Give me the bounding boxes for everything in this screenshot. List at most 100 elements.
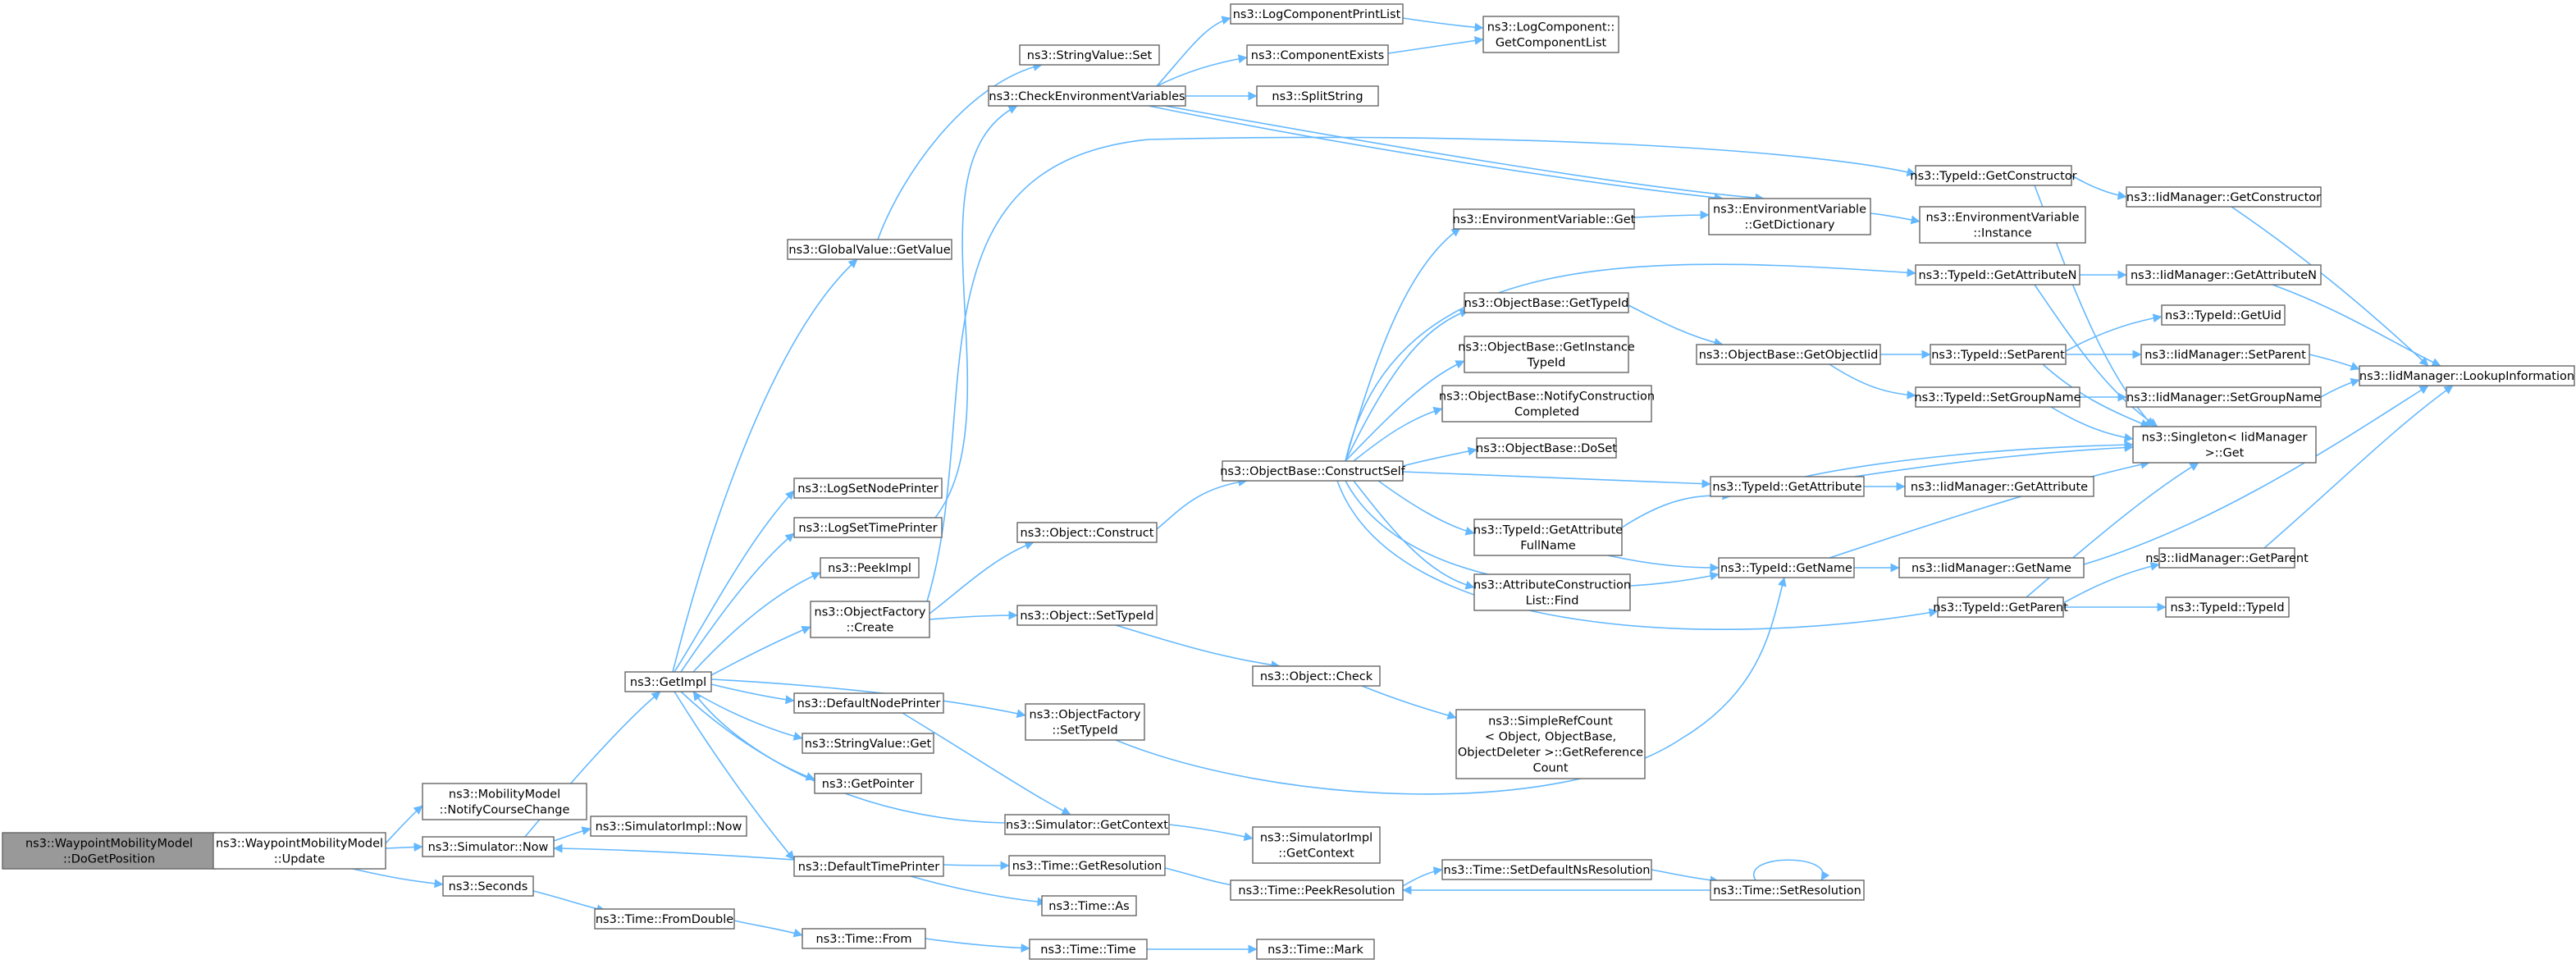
node-n14[interactable]: ns3::StringValue::Get [802, 733, 934, 754]
node-box[interactable] [1441, 385, 1652, 423]
node-box[interactable] [820, 557, 920, 578]
node-n21[interactable]: ns3::Object::SetTypeId [1016, 605, 1158, 626]
node-box[interactable] [1915, 264, 2080, 286]
node-box[interactable] [2126, 186, 2322, 208]
node-n11[interactable]: ns3::PeekImpl [820, 557, 920, 578]
node-box[interactable] [2126, 386, 2322, 408]
node-box[interactable] [1710, 879, 1865, 901]
node-n35[interactable]: ns3::LogComponent::GetComponentList [1482, 16, 1619, 53]
node-box[interactable] [1464, 336, 1629, 373]
node-n19[interactable]: ns3::CheckEnvironmentVariables [988, 85, 1186, 107]
node-box[interactable] [1025, 703, 1145, 741]
node-box[interactable] [1473, 519, 1623, 556]
node-n20[interactable]: ns3::Object::Construct [1016, 522, 1158, 543]
node-box[interactable] [422, 783, 587, 820]
node-n04[interactable]: ns3::Seconds [442, 875, 534, 897]
node-box[interactable] [2132, 426, 2317, 464]
node-n39[interactable]: ns3::ObjectBase::NotifyConstructionCompl… [1439, 385, 1655, 423]
node-n50[interactable]: ns3::EnvironmentVariable::Instance [1919, 206, 2086, 244]
node-n34[interactable]: ns3::Time::Mark [1256, 939, 1375, 960]
node-n60[interactable]: ns3::TypeId::GetUid [2161, 304, 2286, 326]
node-n05[interactable]: ns3::SimulatorImpl::Now [590, 816, 747, 837]
node-n01[interactable]: ns3::WaypointMobilityModel::Update [212, 832, 386, 870]
node-n02[interactable]: ns3::MobilityModel::NotifyCourseChange [422, 783, 587, 820]
node-box[interactable] [422, 836, 555, 857]
node-box[interactable] [793, 856, 944, 877]
node-n29[interactable]: ns3::SplitString [1256, 85, 1379, 107]
node-n52[interactable]: ns3::TypeId::GetAttributeN [1915, 264, 2080, 286]
node-box[interactable] [1246, 44, 1389, 66]
node-n33[interactable]: ns3::Time::PeekResolution [1230, 879, 1404, 901]
node-n44[interactable]: ns3::Time::SetDefaultNsResolution [1441, 859, 1652, 880]
node-n17[interactable]: ns3::Time::From [802, 928, 926, 949]
node-box[interactable] [1915, 165, 2072, 186]
node-n06[interactable]: ns3::GetImpl [624, 671, 712, 692]
node-box[interactable] [1029, 939, 1148, 960]
node-n22[interactable]: ns3::ObjectFactory::SetTypeId [1025, 703, 1145, 741]
node-box[interactable] [1476, 437, 1617, 459]
node-box[interactable] [1230, 879, 1404, 901]
node-box[interactable] [2126, 264, 2322, 286]
node-box[interactable] [1222, 460, 1404, 482]
node-box[interactable] [1441, 859, 1652, 880]
node-box[interactable] [1718, 557, 1855, 578]
node-box[interactable] [1898, 557, 2085, 578]
node-n27[interactable]: ns3::LogComponentPrintList [1230, 3, 1404, 25]
node-box[interactable] [2158, 547, 2295, 569]
node-box[interactable] [1453, 208, 1635, 230]
node-box[interactable] [1252, 665, 1381, 687]
node-n12[interactable]: ns3::ObjectFactory::Create [810, 601, 930, 638]
node-n10[interactable]: ns3::LogSetTimePrinter [793, 517, 943, 538]
node-box[interactable] [814, 773, 922, 794]
node-n32[interactable]: ns3::SimulatorImpl::GetContext [1252, 826, 1381, 864]
node-box[interactable] [590, 816, 747, 837]
node-n57[interactable]: ns3::TypeId::GetParent [1933, 596, 2068, 618]
node-box[interactable] [787, 239, 952, 260]
node-n45[interactable]: ns3::EnvironmentVariable::GetDictionary [1708, 198, 1871, 235]
node-n07[interactable]: ns3::Time::FromDouble [594, 908, 735, 930]
node-box[interactable] [1252, 826, 1381, 864]
node-box[interactable] [988, 85, 1186, 107]
node-n16[interactable]: ns3::DefaultTimePrinter [793, 856, 944, 877]
node-box[interactable] [2, 832, 217, 870]
node-n47[interactable]: ns3::TypeId::GetAttribute [1710, 476, 1865, 497]
node-n23[interactable]: ns3::Simulator::GetContext [1004, 814, 1170, 835]
node-box[interactable] [802, 733, 934, 754]
node-n66[interactable]: ns3::IidManager::LookupInformation [2359, 365, 2575, 386]
node-box[interactable] [793, 692, 944, 714]
node-n26[interactable]: ns3::Time::Time [1029, 939, 1148, 960]
node-box[interactable] [1904, 476, 2094, 497]
node-box[interactable] [1455, 709, 1646, 779]
node-n08[interactable]: ns3::GlobalValue::GetValue [787, 239, 952, 260]
node-box[interactable] [624, 671, 712, 692]
node-box[interactable] [2140, 344, 2310, 365]
node-box[interactable] [594, 908, 735, 930]
node-n55[interactable]: ns3::IidManager::GetAttribute [1904, 476, 2094, 497]
node-n36[interactable]: ns3::EnvironmentVariable::Get [1453, 208, 1636, 230]
node-n65[interactable]: ns3::TypeId::TypeId [2165, 596, 2290, 618]
node-n64[interactable]: ns3::IidManager::GetParent [2145, 547, 2309, 569]
node-n25[interactable]: ns3::Time::As [1041, 895, 1137, 916]
node-box[interactable] [1256, 939, 1375, 960]
node-box[interactable] [2165, 596, 2290, 618]
node-n62[interactable]: ns3::IidManager::SetGroupName [2126, 386, 2322, 408]
node-n46[interactable]: ns3::ObjectBase::GetObjectIid [1696, 344, 1881, 365]
node-box[interactable] [1256, 85, 1379, 107]
node-n56[interactable]: ns3::IidManager::GetName [1898, 557, 2085, 578]
node-n40[interactable]: ns3::ObjectBase::DoSet [1476, 437, 1617, 459]
node-n53[interactable]: ns3::TypeId::SetParent [1930, 344, 2067, 365]
node-n51[interactable]: ns3::TypeId::GetConstructor [1910, 165, 2077, 186]
node-n43[interactable]: ns3::SimpleRefCount< Object, ObjectBase,… [1455, 709, 1646, 779]
node-n18[interactable]: ns3::StringValue::Set [1019, 44, 1160, 66]
node-n28[interactable]: ns3::ComponentExists [1246, 44, 1389, 66]
node-n31[interactable]: ns3::Object::Check [1252, 665, 1381, 687]
node-box[interactable] [793, 517, 943, 538]
node-n37[interactable]: ns3::ObjectBase::GetTypeId [1464, 292, 1629, 313]
node-box[interactable] [1041, 895, 1137, 916]
node-box[interactable] [1919, 206, 2086, 244]
node-box[interactable] [1016, 605, 1158, 626]
node-box[interactable] [793, 477, 943, 499]
